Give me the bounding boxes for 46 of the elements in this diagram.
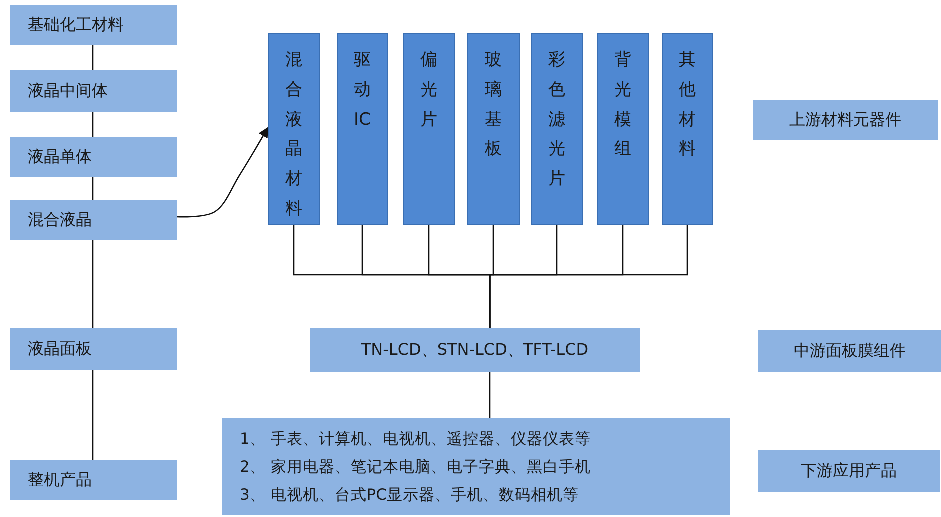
box-label: 驱动IC: [354, 49, 371, 132]
list-item: 1、 手表、计算机、电视机、遥控器、仪器仪表等: [240, 428, 591, 450]
product-list-box: [222, 418, 730, 515]
connector-line: [92, 240, 94, 328]
category-box: [10, 200, 177, 240]
box-label: 液晶单体: [28, 146, 92, 168]
connector-line: [489, 372, 491, 418]
material-column: [662, 33, 713, 225]
box-label: 混合液晶: [28, 210, 92, 230]
category-box: [10, 5, 177, 45]
connector-line: [489, 225, 688, 328]
category-box: [310, 328, 640, 372]
box-label: 背光模组: [614, 49, 632, 162]
category-box: [10, 137, 177, 177]
category-box: [10, 70, 177, 112]
box-label: 混合液晶材料: [286, 49, 302, 221]
box-label: 整机产品: [28, 470, 92, 490]
material-column: [531, 33, 583, 225]
material-column: [467, 33, 520, 225]
material-column: [597, 33, 649, 225]
box-label: 液晶面板: [28, 338, 92, 360]
box-label: 中游面板膜组件: [794, 340, 906, 362]
connector-line: [92, 177, 94, 200]
box-label: 其他材料: [679, 49, 696, 162]
curved-arrow: [176, 127, 269, 218]
category-box: [753, 100, 938, 140]
box-label: 玻璃基板: [485, 49, 502, 162]
material-column: [403, 33, 455, 225]
box-label: 上游材料元器件: [790, 110, 902, 130]
box-label: 基础化工材料: [28, 14, 124, 36]
box-label: 偏光片: [420, 49, 438, 132]
connector-line: [92, 112, 94, 137]
connector-line: [92, 370, 94, 460]
list-item: 3、 电视机、台式PC显示器、手机、数码相机等: [240, 484, 579, 506]
category-box: [758, 450, 940, 492]
box-label: 下游应用产品: [801, 460, 897, 482]
connector-line: [92, 45, 94, 70]
box-label: 液晶中间体: [28, 80, 108, 102]
category-box: [10, 328, 177, 370]
material-column: [268, 33, 320, 225]
list-item: 2、 家用电器、笔记本电脑、电子字典、黑白手机: [240, 456, 591, 478]
category-box: [10, 460, 177, 500]
category-box: [758, 330, 941, 372]
box-label: 彩色滤光片: [548, 49, 566, 191]
material-column: [337, 33, 388, 225]
box-label: TN-LCD、STN-LCD、TFT-LCD: [361, 340, 589, 360]
